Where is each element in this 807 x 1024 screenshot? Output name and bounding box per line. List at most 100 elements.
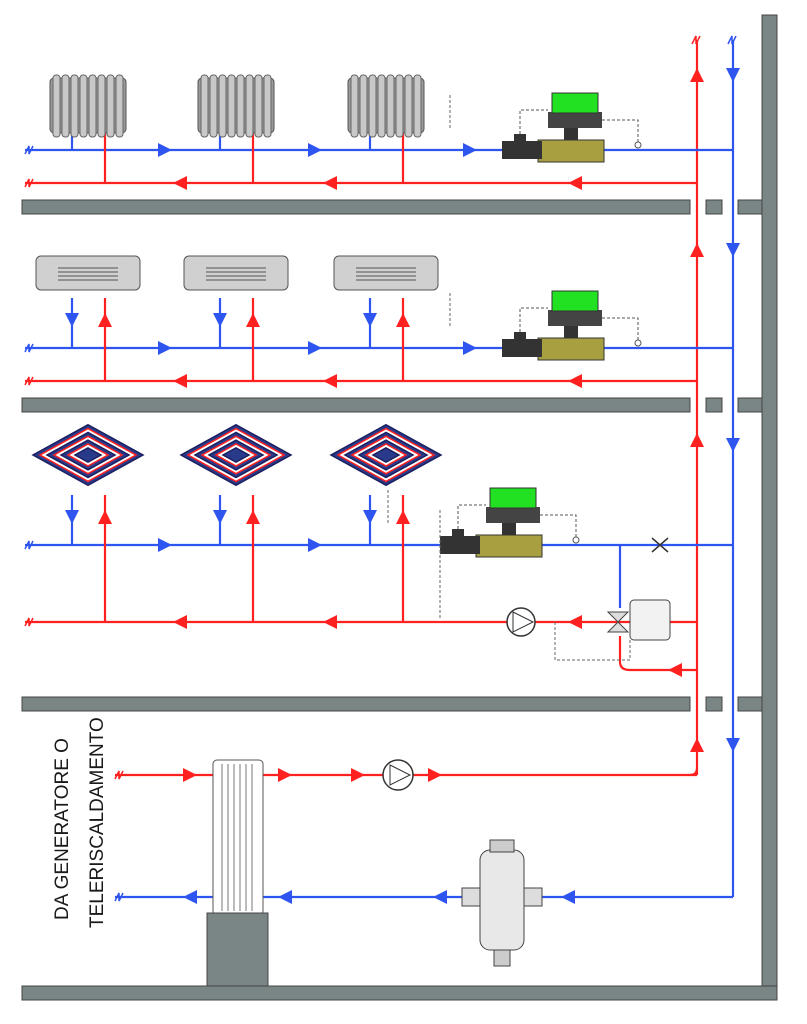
flow-arrow-icon bbox=[428, 768, 442, 782]
flow-arrow-icon bbox=[463, 143, 477, 157]
flow-arrow-icon bbox=[323, 374, 337, 388]
flow-arrow-icon bbox=[396, 313, 410, 327]
building-structure bbox=[21, 14, 778, 1001]
flow-arrow-icon bbox=[568, 176, 582, 190]
temperature-probe-icon bbox=[634, 339, 642, 347]
radiator-fin bbox=[70, 74, 79, 138]
actuator-base bbox=[486, 507, 540, 523]
flow-arrow-icon bbox=[308, 538, 322, 552]
pump-triangle bbox=[389, 764, 412, 786]
flow-arrow-icon bbox=[433, 890, 447, 904]
sensor-wire bbox=[519, 307, 548, 332]
sensor-wire bbox=[602, 119, 639, 142]
air-vent bbox=[489, 839, 515, 853]
flow-meter bbox=[502, 141, 542, 159]
pipe-break-icon bbox=[691, 35, 701, 45]
radiator-icon bbox=[347, 77, 425, 134]
flow-arrow-icon bbox=[65, 510, 79, 524]
radiator-fin bbox=[209, 74, 218, 138]
flow-arrow-icon bbox=[173, 615, 187, 629]
flow-arrow-icon bbox=[173, 176, 187, 190]
radiator-fin bbox=[386, 74, 395, 138]
valve-stem bbox=[564, 326, 578, 338]
fan-coil-icon bbox=[333, 255, 439, 291]
actuator-icon bbox=[551, 92, 599, 114]
flow-arrow-icon bbox=[726, 243, 740, 257]
fan-coil-icon bbox=[183, 255, 289, 291]
radiator-fin bbox=[88, 74, 97, 138]
heat-exchanger-base bbox=[206, 912, 269, 987]
radiator-fin bbox=[97, 74, 106, 138]
floor-slab bbox=[21, 397, 691, 413]
heat-exchanger-body bbox=[212, 759, 264, 916]
pipe-break-icon bbox=[24, 178, 34, 188]
pump-triangle bbox=[512, 611, 535, 633]
radiator-fin bbox=[245, 74, 254, 138]
sensor-wire bbox=[519, 109, 548, 134]
flow-arrow-icon bbox=[308, 143, 322, 157]
floor-slab bbox=[705, 696, 723, 712]
flow-arrow-icon bbox=[173, 374, 187, 388]
actuator-icon bbox=[551, 290, 599, 312]
flow-arrow-icon bbox=[568, 374, 582, 388]
flow-arrow-icon bbox=[183, 890, 197, 904]
flow-arrow-icon bbox=[246, 313, 260, 327]
flow-arrow-icon bbox=[98, 313, 112, 327]
pipe-break-icon bbox=[114, 770, 124, 780]
flow-arrow-icon bbox=[726, 68, 740, 82]
pipe-break-icon bbox=[24, 145, 34, 155]
flow-arrow-icon bbox=[278, 768, 292, 782]
radiator-fin bbox=[350, 74, 359, 138]
floor-slab bbox=[21, 696, 691, 712]
valve-actuator-icon bbox=[629, 599, 671, 641]
flow-arrow-icon bbox=[690, 243, 704, 257]
pipe-bend bbox=[689, 767, 699, 777]
radiator-fin bbox=[236, 74, 245, 138]
sensor-wire bbox=[540, 514, 577, 537]
flow-arrow-icon bbox=[561, 890, 575, 904]
radiator-fin bbox=[61, 74, 70, 138]
dirt-separator-icon bbox=[461, 839, 543, 967]
flow-arrow-icon bbox=[246, 510, 260, 524]
flow-arrow-icon bbox=[308, 341, 322, 355]
source-label-line1: DA GENERATORE O bbox=[52, 738, 73, 920]
pipe-break-icon bbox=[24, 343, 34, 353]
valve-body bbox=[475, 534, 543, 558]
floor-slab bbox=[705, 199, 723, 215]
flow-arrow-icon bbox=[668, 663, 682, 677]
drain-valve bbox=[493, 949, 511, 967]
radiator-fin bbox=[368, 74, 377, 138]
radiator-fin bbox=[395, 74, 404, 138]
actuator-icon bbox=[489, 487, 537, 509]
flow-arrow-icon bbox=[323, 176, 337, 190]
valve-stem bbox=[564, 128, 578, 140]
radiator-fin bbox=[254, 74, 263, 138]
devices bbox=[24, 35, 740, 987]
radiator-fin bbox=[200, 74, 209, 138]
flow-meter-sensor bbox=[514, 332, 526, 340]
radiant-panel-icon bbox=[221, 446, 251, 464]
separator-outlet bbox=[523, 887, 543, 907]
valve-body bbox=[537, 337, 605, 361]
flow-arrow-icon bbox=[568, 615, 582, 629]
temperature-probe-icon bbox=[634, 141, 642, 149]
pipe-break-icon bbox=[24, 540, 34, 550]
radiator-fin bbox=[263, 74, 272, 138]
valve-body bbox=[537, 139, 605, 163]
wall-right bbox=[761, 14, 778, 1001]
floor-slab bbox=[737, 199, 763, 215]
pipe-break-icon bbox=[114, 892, 124, 902]
flow-arrow-icon bbox=[396, 510, 410, 524]
flow-arrow-icon bbox=[363, 510, 377, 524]
radiant-panel-icon bbox=[371, 446, 401, 464]
check-valve-icon bbox=[651, 537, 669, 553]
floor-slab bbox=[705, 397, 723, 413]
separator-body bbox=[479, 849, 525, 951]
flow-arrow-icon bbox=[98, 510, 112, 524]
flow-arrow-icon bbox=[351, 768, 365, 782]
radiator-fin bbox=[413, 74, 422, 138]
floor-ground bbox=[21, 985, 778, 1001]
zone-valve-with-actuator bbox=[449, 92, 642, 163]
sensor-wire bbox=[439, 510, 631, 661]
